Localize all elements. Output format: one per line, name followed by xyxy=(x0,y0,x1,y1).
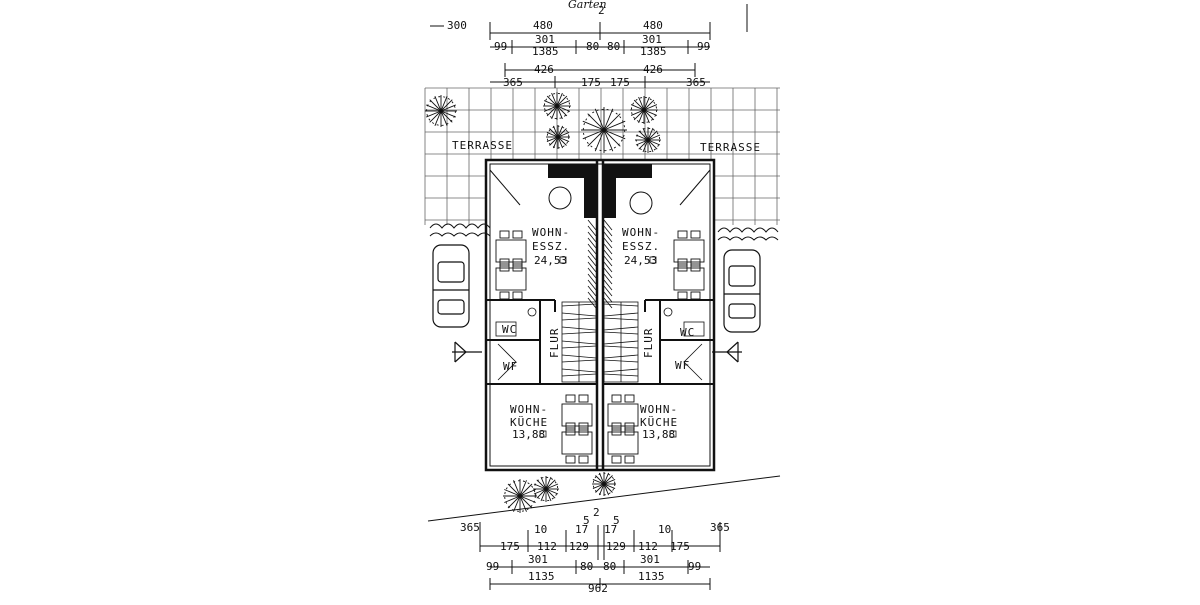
dim-bottom-17-left: 17 xyxy=(575,523,588,536)
dim-bottom-17-right: 17 xyxy=(604,523,617,536)
dim-bottom-center-mark: 2 xyxy=(593,506,600,519)
fireplace-right xyxy=(604,164,652,218)
dim-bottom-365-left: 365 xyxy=(460,521,480,534)
dim-bottom-5-left: 5 xyxy=(583,514,590,527)
room-kitchen-area-right: 13,88 xyxy=(642,428,675,441)
room-kitchen-label2-left: KÜCHE xyxy=(510,416,548,429)
dim-bottom-112-right: 112 xyxy=(638,540,658,553)
dim-bottom-365-right: 365 xyxy=(710,521,730,534)
car-left xyxy=(432,244,470,328)
entrance-marker-left xyxy=(452,341,482,363)
round-table-right xyxy=(629,191,653,215)
dim-bottom-175-left: 175 xyxy=(500,540,520,553)
room-living-label2-right: ESSZ. xyxy=(622,240,660,253)
dim-bottom-175-right: 175 xyxy=(670,540,690,553)
dim-top-99-right: 99 xyxy=(697,40,710,53)
bottom-dimension-chain xyxy=(479,522,721,590)
dim-bottom-99-right: 99 xyxy=(688,560,701,573)
dim-center-mark: 2 xyxy=(598,4,605,17)
room-living-area-left: 24,53 xyxy=(534,254,567,267)
room-living-area-right: 24,53 xyxy=(624,254,657,267)
room-wc-label-left: WC xyxy=(502,323,517,336)
dim-bottom-5-right: 5 xyxy=(613,514,620,527)
room-wf-label-left: WF xyxy=(503,360,518,373)
room-kitchen-label2-right: KÜCHE xyxy=(640,416,678,429)
dim-top-365-right: 365 xyxy=(686,76,706,89)
house-walls xyxy=(484,158,716,472)
dim-top-301-left: 301 xyxy=(535,33,555,46)
site-grid xyxy=(424,87,780,225)
room-hall-label-right: FLUR xyxy=(642,328,655,359)
terrace-right-label: TERRASSE xyxy=(700,141,761,154)
dim-top-80-right: 80 xyxy=(607,40,620,53)
dim-top-1385-left: 1385 xyxy=(532,45,559,58)
tree-symbols xyxy=(425,92,661,513)
room-wf-label-right: WF xyxy=(675,359,690,372)
dim-top-99-left: 99 xyxy=(494,40,507,53)
dim-top-480-left: 480 xyxy=(533,19,553,32)
dim-top-80-left: 80 xyxy=(586,40,599,53)
dim-bottom-80-left: 80 xyxy=(580,560,593,573)
wc-fixtures xyxy=(495,307,705,381)
dim-top-175-right: 175 xyxy=(610,76,630,89)
dim-top-301-right: 301 xyxy=(642,33,662,46)
dim-bottom-10-left: 10 xyxy=(534,523,547,536)
dim-left-offset: 300 xyxy=(447,19,467,32)
dim-bottom-80-right: 80 xyxy=(603,560,616,573)
top-dimension-chain xyxy=(430,4,748,88)
hedge-right xyxy=(717,227,779,241)
dim-bottom-129-right: 129 xyxy=(606,540,626,553)
dim-bottom-total: 962 xyxy=(588,582,608,595)
terrace-left-label: TERRASSE xyxy=(452,139,513,152)
dim-top-1385-right: 1385 xyxy=(640,45,667,58)
room-kitchen-area-left: 13,88 xyxy=(512,428,545,441)
dim-bottom-112-left: 112 xyxy=(537,540,557,553)
dim-top-426-right: 426 xyxy=(643,63,663,76)
dim-bottom-301-left: 301 xyxy=(528,553,548,566)
room-kitchen-label-left: WOHN- xyxy=(510,403,548,416)
dim-bottom-10-right: 10 xyxy=(658,523,671,536)
dim-bottom-301-right: 301 xyxy=(640,553,660,566)
hedge-left xyxy=(429,223,491,237)
room-kitchen-label-right: WOHN- xyxy=(640,403,678,416)
room-wc-label-right: WC xyxy=(680,326,695,339)
dim-top-365-left: 365 xyxy=(503,76,523,89)
dim-bottom-129-left: 129 xyxy=(569,540,589,553)
round-table-left xyxy=(548,186,572,210)
dim-bottom-1135-right: 1135 xyxy=(638,570,665,583)
entrance-marker-right xyxy=(712,341,742,363)
fireplace-left xyxy=(548,164,596,218)
dim-bottom-1135-left: 1135 xyxy=(528,570,555,583)
garden-note: Garten xyxy=(568,0,607,11)
room-living-label-left: WOHN- xyxy=(532,226,570,239)
room-hall-label-left: FLUR xyxy=(548,328,561,359)
room-living-label2-left: ESSZ. xyxy=(532,240,570,253)
dim-bottom-99-left: 99 xyxy=(486,560,499,573)
site-boundary-line xyxy=(427,475,781,522)
dim-top-426-left: 426 xyxy=(534,63,554,76)
room-living-label-right: WOHN- xyxy=(622,226,660,239)
staircase xyxy=(561,219,639,383)
car-right xyxy=(723,249,761,333)
dim-top-480-right: 480 xyxy=(643,19,663,32)
furniture xyxy=(495,230,705,464)
dim-top-175-left: 175 xyxy=(581,76,601,89)
